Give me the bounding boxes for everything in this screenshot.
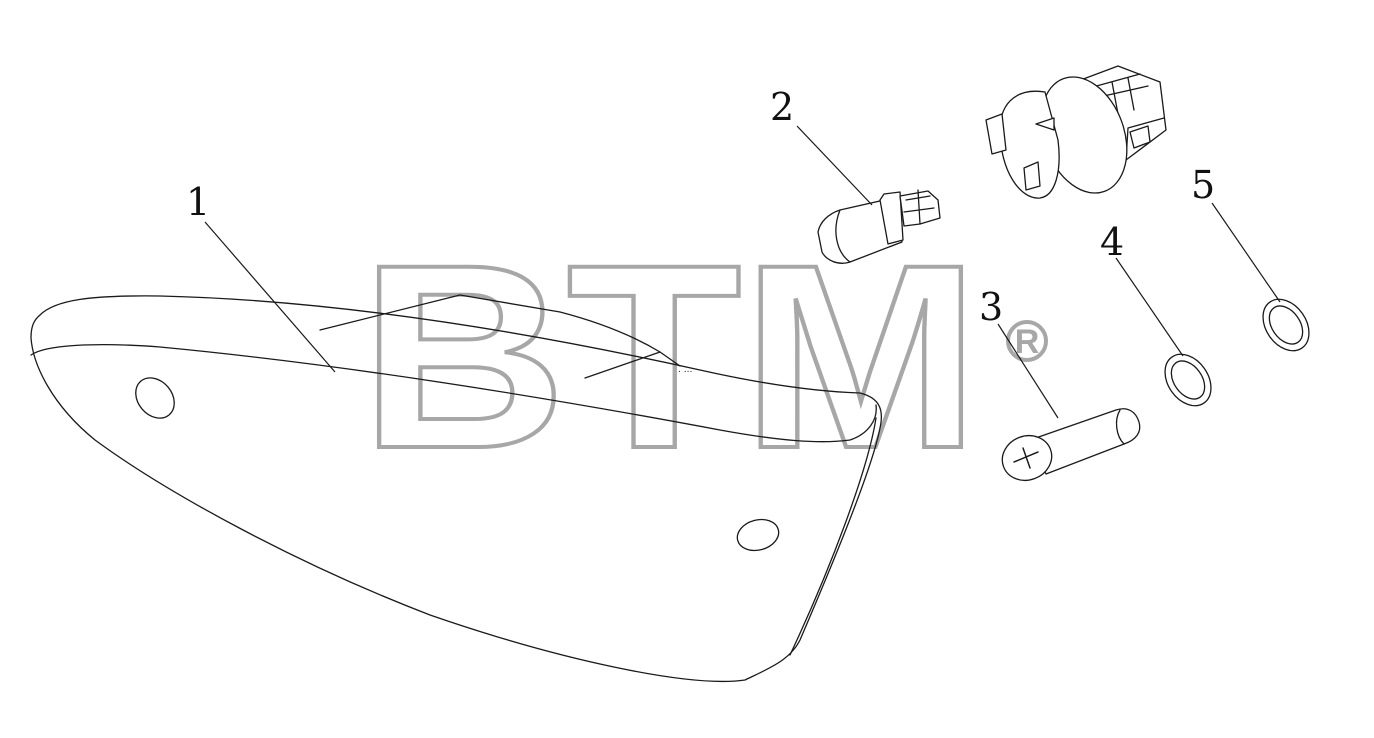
- part-2-bulb: [817, 189, 941, 264]
- mounting-hole: [736, 518, 780, 552]
- leader-line-5: [1211, 202, 1281, 303]
- watermark: BTM R: [358, 208, 1048, 505]
- part-4-spring-washer: [1164, 353, 1212, 407]
- lamp-socket: [985, 65, 1167, 199]
- part-1-lamp-housing: . ...: [30, 294, 883, 683]
- leader-lines: [204, 125, 1281, 419]
- leader-line-1: [204, 221, 336, 373]
- svg-text:R: R: [1015, 323, 1040, 361]
- registered-mark-icon: [1006, 320, 1048, 362]
- callout-5: 5: [1191, 163, 1215, 207]
- part-5-flat-washer: [1262, 298, 1310, 352]
- callouts: 1 2 3 4 5: [186, 85, 1215, 329]
- callout-1: 1: [186, 180, 210, 224]
- svg-text:. ...: . ...: [678, 365, 692, 375]
- watermark-text: BTM: [360, 210, 980, 503]
- leader-line-3: [997, 323, 1059, 419]
- callout-2: 2: [770, 85, 794, 129]
- leader-line-4: [1115, 257, 1184, 357]
- mounting-hole: [135, 377, 175, 419]
- leader-line-2: [796, 125, 873, 206]
- callout-4: 4: [1100, 220, 1124, 264]
- part-3-screw: [1001, 408, 1141, 482]
- callout-3: 3: [979, 285, 1003, 329]
